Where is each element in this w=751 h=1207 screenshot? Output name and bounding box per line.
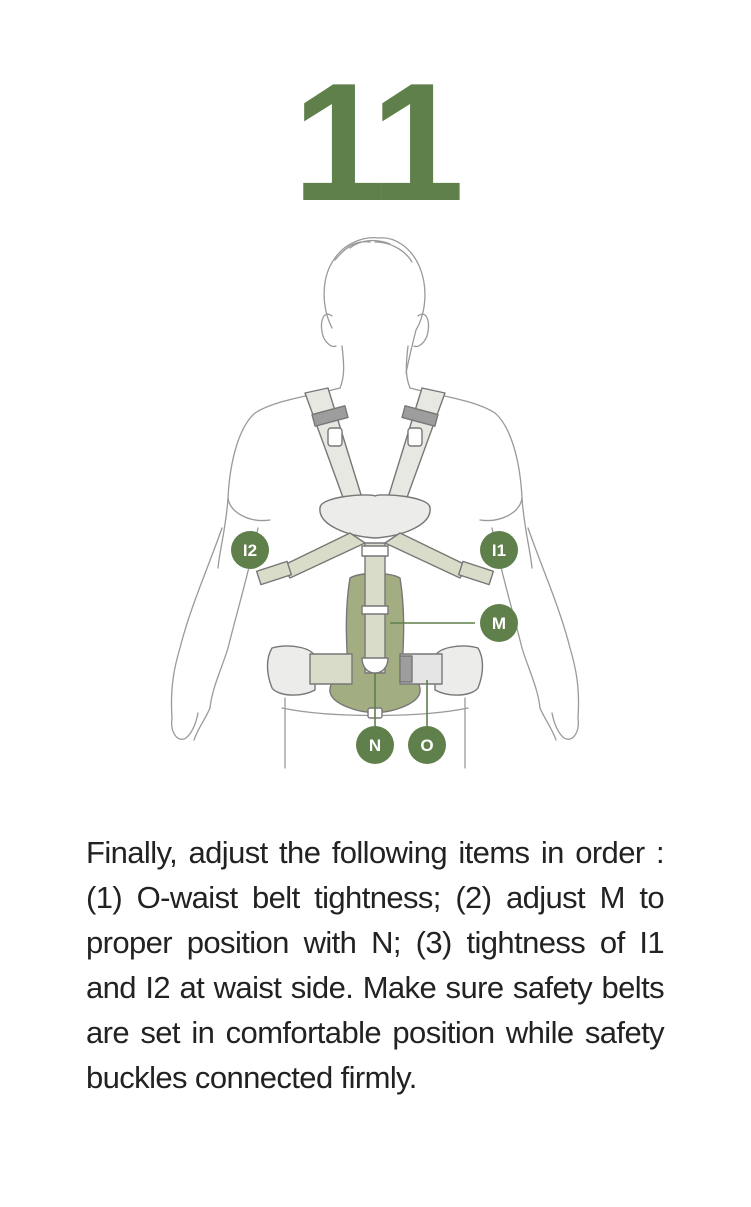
hair-outline (334, 239, 413, 263)
chest-pad (319, 494, 431, 539)
waist-buckle-o (399, 655, 413, 683)
torso-outline (217, 387, 533, 569)
badge-i2-text: I2 (243, 541, 257, 560)
step-number: 11 (292, 48, 465, 236)
left-waist-strap-i2 (281, 532, 366, 579)
waist-belt-left-pad (266, 645, 316, 696)
right-sleeve (479, 497, 523, 522)
d-ring-n (361, 657, 389, 674)
left-strap-buckle (327, 427, 343, 447)
badge-i1-text: I1 (492, 541, 506, 560)
left-ear (320, 313, 337, 348)
badge-n: N (356, 726, 394, 764)
instructions-paragraph: Finally, adjust the following items in o… (86, 835, 665, 1095)
right-ear (413, 313, 430, 348)
neck-outline (339, 345, 411, 389)
badge-o: O (408, 726, 446, 764)
badge-m-text: M (492, 614, 506, 633)
badge-o-text: O (420, 736, 433, 755)
head-outline (323, 237, 426, 374)
right-waist-strap-i1 (384, 532, 469, 579)
left-strap-band (311, 405, 349, 427)
right-strap-buckle (407, 427, 423, 447)
right-hand (539, 707, 579, 741)
center-strap-buckle-top (361, 545, 389, 557)
right-strap-end (457, 560, 495, 586)
badge-n-text: N (369, 736, 381, 755)
left-hand (171, 707, 211, 741)
badge-i1: I1 (480, 531, 518, 569)
center-strap-buckle-mid (361, 605, 389, 615)
left-sleeve (227, 497, 271, 522)
waist-belt-left-strap (309, 653, 353, 685)
left-strap-end (255, 560, 293, 586)
badge-i2: I2 (231, 531, 269, 569)
carrier-back-view-illustration: I2 I1 M N O (170, 237, 580, 769)
right-strap-band (401, 405, 439, 427)
badge-m: M (480, 604, 518, 642)
lower-torso (284, 697, 466, 769)
waist-belt-right-pad (434, 645, 484, 696)
